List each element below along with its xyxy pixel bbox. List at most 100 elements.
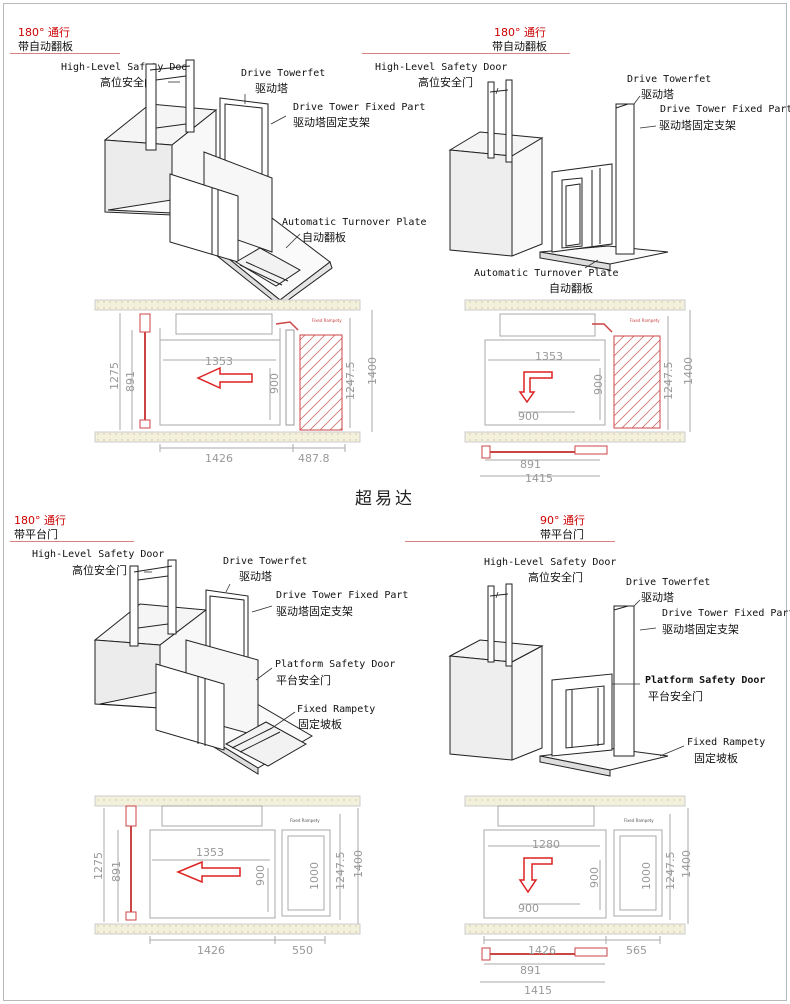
- bl-title-underline: [10, 541, 134, 542]
- bl-label-dtf-cn: 驱动塔固定支架: [276, 605, 353, 618]
- bl-plan-tag: Fixed Rampety: [290, 818, 320, 823]
- tr-label-dtf-en: Drive Tower Fixed Part: [660, 104, 790, 115]
- bl-dim-1275: 1275: [92, 852, 105, 880]
- tr-dim-900v: 900: [592, 374, 605, 395]
- bl-title: 180° 通行: [14, 514, 66, 527]
- br-dim-1000: 1000: [640, 862, 653, 890]
- tl-iso-leaders: [168, 81, 301, 249]
- bl-dim-1400: 1400: [352, 850, 365, 878]
- tl-dim-1247: 1247.5: [344, 362, 357, 401]
- tl-label-dtf-cn: 驱动塔固定支架: [293, 116, 370, 129]
- tr-dim-891: 891: [520, 458, 541, 471]
- tr-dim-1353: 1353: [535, 350, 563, 363]
- tl-dim-487: 487.8: [298, 452, 330, 465]
- br-label-dtf-cn: 驱动塔固定支架: [662, 623, 739, 636]
- br-label-hls-cn: 高位安全门: [528, 571, 583, 584]
- br-plan-tag: Fixed Rampety: [624, 818, 654, 823]
- br-label-dtf-en: Drive Tower Fixed Part: [662, 608, 790, 619]
- tl-subtitle: 带自动翻板: [18, 40, 73, 53]
- bl-iso-lift: [93, 559, 313, 775]
- tl-dim-1426: 1426: [205, 452, 233, 465]
- bl-dim-1426: 1426: [197, 944, 225, 957]
- br-dim-1247: 1247.5: [664, 852, 677, 891]
- bl-subtitle: 带平台门: [14, 528, 58, 541]
- tl-title: 180° 通行: [18, 26, 70, 39]
- tl-label-dtf-en: Drive Tower Fixed Part: [293, 102, 426, 113]
- br-dim-900v: 900: [588, 867, 601, 888]
- br-dim-891: 891: [520, 964, 541, 977]
- tl-dim-891: 891: [124, 371, 137, 392]
- tl-dim-1353: 1353: [205, 355, 233, 368]
- tr-label-atp-cn: 自动翻板: [549, 282, 593, 295]
- bl-label-dt-cn: 驱动塔: [239, 570, 272, 583]
- tl-dim-1275: 1275: [108, 362, 121, 390]
- tl-label-hls-cn: 高位安全门: [100, 76, 155, 89]
- tl-label-hls-en: High-Level Safety Door: [61, 62, 194, 73]
- br-title-underline: [405, 541, 615, 542]
- bl-dim-1000: 1000: [308, 862, 321, 890]
- tl-iso-lift: [103, 59, 333, 308]
- page-frame: [3, 3, 787, 1001]
- tr-title: 180° 通行: [494, 26, 546, 39]
- bl-label-fr-en: Fixed Rampety: [297, 704, 376, 715]
- tl-title-underline: [10, 53, 120, 54]
- br-label-fr-cn: 固定坡板: [694, 752, 738, 765]
- bl-label-fr-cn: 固定坡板: [298, 718, 342, 731]
- tl-dim-900: 900: [268, 373, 281, 394]
- tr-plan: [464, 299, 691, 477]
- br-iso-lift: [448, 583, 669, 777]
- bl-label-dtf-en: Drive Tower Fixed Part: [276, 590, 409, 601]
- tr-label-atp-en: Automatic Turnover Plate: [474, 268, 619, 279]
- tl-label-atp-cn: 自动翻板: [302, 231, 346, 244]
- tr-dim-1415: 1415: [525, 472, 553, 485]
- br-label-psd-en: Platform Safety Door: [645, 675, 766, 686]
- br-label-psd-cn: 平台安全门: [648, 690, 703, 703]
- bl-label-dt-en: Drive Towerfet: [223, 556, 308, 567]
- tl-label-dt-en: Drive Towerfet: [241, 68, 326, 79]
- br-dim-565: 565: [626, 944, 647, 957]
- tl-plan: [94, 299, 373, 452]
- bl-label-psd-cn: 平台安全门: [276, 674, 331, 687]
- tr-dim-1400: 1400: [682, 357, 695, 385]
- tr-dim-900h: 900: [518, 410, 539, 423]
- br-label-fr-en: Fixed Rampety: [687, 737, 766, 748]
- tr-subtitle: 带自动翻板: [492, 40, 547, 53]
- tr-iso-lift: [448, 79, 669, 271]
- tr-label-dtf-cn: 驱动塔固定支架: [659, 119, 736, 132]
- bl-label-hls-cn: 高位安全门: [72, 564, 127, 577]
- tr-label-hls-cn: 高位安全门: [418, 76, 473, 89]
- brand-watermark: 超易达: [355, 489, 415, 509]
- br-title: 90° 通行: [540, 514, 585, 527]
- tl-label-atp-en: Automatic Turnover Plate: [282, 217, 427, 228]
- br-dim-1280: 1280: [532, 838, 560, 851]
- br-label-dt-cn: 驱动塔: [641, 591, 674, 604]
- br-dim-900h: 900: [518, 902, 539, 915]
- bl-plan: [94, 795, 361, 944]
- br-subtitle: 带平台门: [540, 528, 584, 541]
- br-dim-1426: 1426: [528, 944, 556, 957]
- tr-label-dt-en: Drive Towerfet: [627, 74, 712, 85]
- br-label-dt-en: Drive Towerfet: [626, 577, 711, 588]
- br-label-hls-en: High-Level Safety Door: [484, 557, 617, 568]
- bl-iso-leaders: [144, 571, 296, 729]
- bl-dim-891: 891: [110, 861, 123, 882]
- bl-label-psd-en: Platform Safety Door: [275, 659, 396, 670]
- tl-dim-1400: 1400: [366, 357, 379, 385]
- tr-iso-leaders: [495, 87, 657, 269]
- br-plan: [464, 795, 689, 983]
- br-iso-leaders: [495, 591, 685, 757]
- bl-label-hls-en: High-Level Safety Door: [32, 549, 165, 560]
- tr-label-hls-en: High-Level Safety Door: [375, 62, 508, 73]
- br-dim-1400: 1400: [680, 850, 693, 878]
- bl-dim-1353: 1353: [196, 846, 224, 859]
- tl-label-dt-cn: 驱动塔: [255, 82, 288, 95]
- br-dim-1415: 1415: [524, 984, 552, 997]
- tl-plan-tag: Fixed Rampety: [312, 318, 342, 323]
- bl-dim-1247: 1247.5: [334, 852, 347, 891]
- bl-dim-900: 900: [254, 865, 267, 886]
- tr-label-dt-cn: 驱动塔: [641, 88, 674, 101]
- bl-dim-550: 550: [292, 944, 313, 957]
- tr-plan-tag: Fixed Rampety: [630, 318, 660, 323]
- tr-dim-1247: 1247.5: [662, 362, 675, 401]
